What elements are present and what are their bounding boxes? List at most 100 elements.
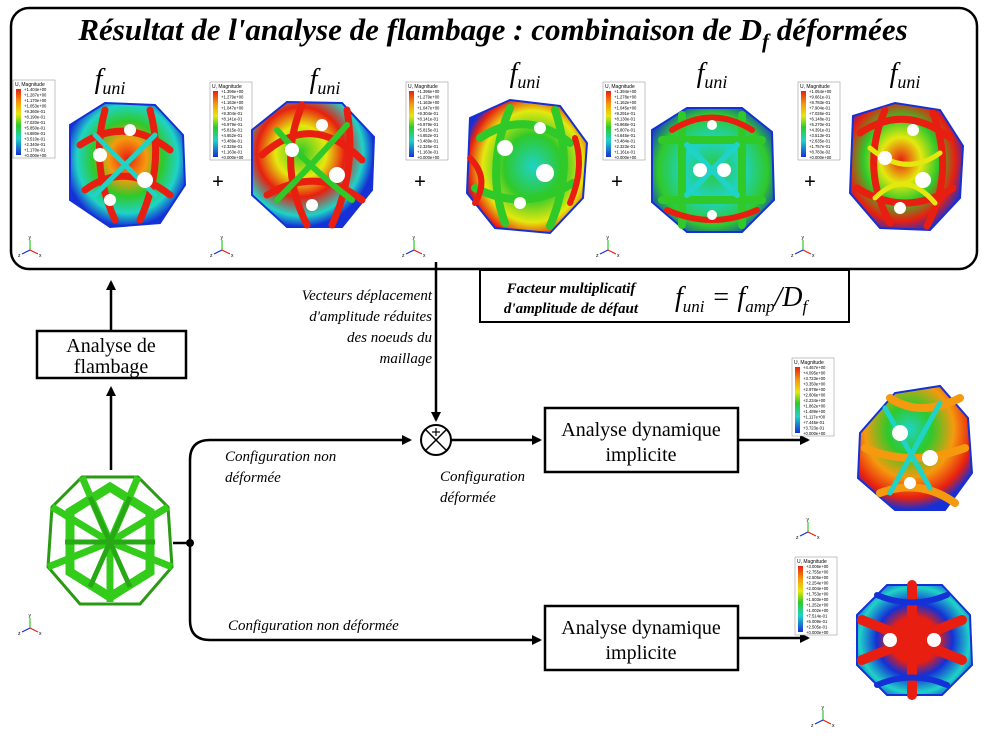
legend-value: +7.026e-01 [809, 111, 831, 116]
legend-value: +0.000e+00 [24, 153, 47, 158]
svg-text:x: x [423, 253, 426, 259]
legend-value: +2.326e-01 [417, 144, 439, 149]
legend-value: +3.723e-01 [803, 426, 825, 431]
legend-value: +2.505e-01 [806, 625, 828, 630]
svg-text:d'amplitude réduites: d'amplitude réduites [309, 309, 432, 325]
mode-1-legend: U, Magnitude +1.404e+00+1.287e+00 +1.170e… [12, 79, 56, 159]
svg-text:y: y [413, 235, 416, 241]
dynamic-analysis-box-top: Analyse dynamique implicite [543, 406, 740, 474]
legend-value: +2.755e+00 [806, 570, 829, 575]
mode-5-legend: U, Magnitude +1.054e+00+9.661e-01+8.783e… [797, 81, 841, 161]
svg-text:U, Magnitude: U, Magnitude [794, 360, 824, 366]
svg-text:x: x [231, 253, 234, 259]
legend-value: +1.404e+00 [24, 87, 47, 92]
legend-value: +1.163e+00 [417, 100, 440, 105]
svg-text:implicite: implicite [605, 444, 676, 466]
svg-text:implicite: implicite [605, 642, 676, 664]
svg-text:y: y [802, 235, 805, 241]
legend-value: +2.323e-01 [614, 144, 636, 149]
legend-value: +1.757e-01 [809, 144, 831, 149]
legend-value: +7.514e-01 [806, 614, 828, 619]
plus-sign-2: + [414, 171, 426, 193]
config-def-2: déformée [440, 490, 496, 506]
mode-3-lattice-image [465, 98, 589, 235]
svg-text:z: z [18, 631, 21, 637]
legend-value: +1.396e+00 [221, 89, 244, 94]
combiner-symbol [420, 424, 452, 456]
legend-value: +4.652e-01 [221, 133, 243, 138]
mode-3: U, Magnitude +1.396e+00+1.279e+00+1.163e… [402, 58, 589, 259]
svg-text:x: x [832, 723, 835, 729]
svg-text:x: x [812, 253, 815, 259]
mode-5-lattice-image [848, 101, 965, 232]
result-top-lattice-image [856, 384, 974, 511]
mode-4-lattice-image [651, 107, 776, 233]
config-non-def-upper-2: déformée [225, 470, 281, 486]
legend-value: +8.141e-01 [221, 117, 243, 122]
legend-value: +1.287e+00 [24, 93, 47, 98]
svg-text:y: y [807, 517, 810, 523]
legend-value: +7.020e-01 [24, 120, 46, 125]
undeformed-axis-triad: y x z [18, 613, 42, 637]
mode-5-label: funi [890, 58, 921, 92]
legend-value: +5.807e-01 [614, 128, 636, 133]
legend-value: +1.053e+00 [24, 104, 47, 109]
legend-value: +0.000e+00 [809, 155, 832, 160]
svg-text:x: x [39, 253, 42, 259]
svg-text:Analyse dynamique: Analyse dynamique [561, 419, 721, 441]
legend-value: +3.513e-01 [809, 133, 831, 138]
config-non-def-lower: Configuration non déformée [228, 618, 399, 634]
svg-text:z: z [596, 253, 599, 259]
svg-text:z: z [402, 253, 405, 259]
legend-value: +5.009e-01 [806, 619, 828, 624]
mode-4-legend: U, Magnitude +1.394e+00+1.278e+00+1.162e… [602, 81, 646, 161]
legend-value: +1.503e+00 [806, 597, 829, 602]
displacement-vectors-label: Vecteurs déplacement d'amplitude réduite… [302, 288, 433, 367]
legend-value: +7.904e-01 [809, 106, 831, 111]
legend-value: +4.680e-01 [24, 131, 46, 136]
legend-value: +2.340e-01 [24, 142, 46, 147]
legend-value: +2.978e+00 [803, 387, 826, 392]
legend-value: +3.489e-01 [221, 139, 243, 144]
factor-equation: funi = famp/Df [675, 282, 809, 316]
svg-text:x: x [617, 253, 620, 259]
svg-text:y: y [221, 235, 224, 241]
mode-4-label: funi [697, 58, 728, 92]
mode-1-lattice-image [69, 101, 187, 229]
legend-value: +2.606e+00 [803, 393, 826, 398]
svg-text:des noeuds du: des noeuds du [347, 330, 432, 346]
legend-value: +9.360e-01 [24, 109, 46, 114]
svg-text:flambage: flambage [74, 356, 149, 378]
plus-sign-1: + [212, 171, 224, 193]
legend-value: +9.304e-01 [221, 111, 243, 116]
legend-value: +1.279e+00 [221, 95, 244, 100]
legend-value: +8.190e-01 [24, 115, 46, 120]
result-bottom-lattice-image [856, 580, 974, 700]
result-top-axis-triad: y x z [796, 517, 820, 541]
legend-value: +8.141e-01 [417, 117, 439, 122]
svg-text:x: x [817, 535, 820, 541]
legend-value: +8.130e-01 [614, 117, 636, 122]
legend-value: +3.510e-01 [24, 137, 46, 142]
mode-1-legend-title: U, Magnitude [15, 82, 45, 88]
legend-value: +1.054e+00 [809, 89, 832, 94]
legend-value: +1.170e-01 [24, 148, 46, 153]
svg-text:z: z [791, 253, 794, 259]
undeformed-lattice-image [46, 475, 174, 606]
svg-text:z: z [811, 723, 814, 729]
legend-value: +3.006e+00 [806, 564, 829, 569]
legend-value: +1.047e+00 [417, 106, 440, 111]
legend-value: +1.753e+00 [806, 592, 829, 597]
mode-2-label: funi [310, 64, 341, 98]
svg-text:y: y [822, 705, 825, 711]
legend-value: +1.045e+00 [614, 106, 637, 111]
legend-value: +0.000e+00 [614, 155, 637, 160]
svg-text:U, Magnitude: U, Magnitude [797, 559, 827, 565]
legend-value: +8.783e-01 [809, 100, 831, 105]
svg-text:x: x [39, 631, 42, 637]
branch-path-lower [188, 543, 542, 645]
svg-text:Vecteurs déplacement: Vecteurs déplacement [302, 288, 433, 304]
legend-value: +1.161e-01 [614, 150, 636, 155]
legend-value: +9.291e-01 [614, 111, 636, 116]
svg-text:z: z [796, 535, 799, 541]
